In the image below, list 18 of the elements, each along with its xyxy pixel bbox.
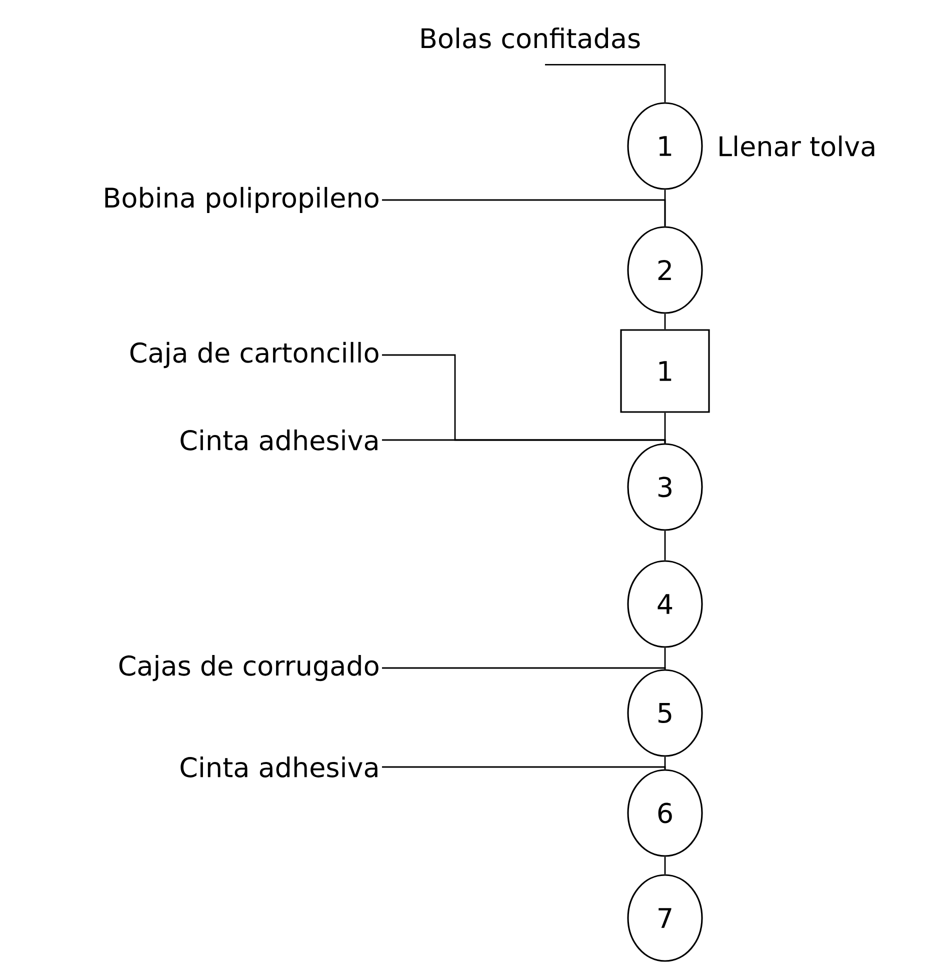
inspection-box: 1 (620, 329, 710, 413)
material-label: Bobina polipropileno (105, 186, 378, 214)
feed-line (382, 667, 666, 670)
flow-line (664, 648, 666, 670)
feed-line (382, 766, 666, 770)
material-label: Caja de cartoncillo (130, 342, 378, 368)
material-label: Cajas de corrugado (119, 654, 378, 682)
material-label: Cinta adhesiva (180, 756, 378, 778)
flow-line (664, 314, 666, 330)
feed-line (382, 439, 666, 444)
feed-line (382, 199, 666, 226)
material-label: Cinta adhesiva (180, 430, 378, 450)
material-label: Bolas confitadas (422, 28, 640, 48)
flow-line (664, 756, 666, 770)
flow-line (664, 530, 666, 560)
leader-line (545, 64, 666, 102)
step-description: Llenar tolva (720, 136, 874, 156)
flow-line (664, 856, 666, 874)
